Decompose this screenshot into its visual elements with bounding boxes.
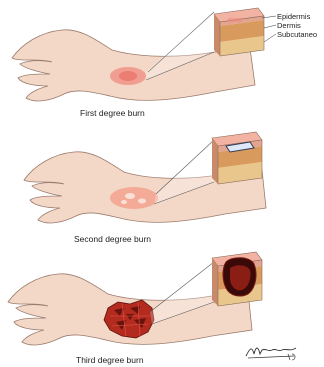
skin-cross-section [214,8,264,56]
subcutaneous-label: Subcutaneo [277,30,317,39]
epidermis-label: Epidermis [277,12,310,21]
second-degree-illustration [0,122,324,240]
artist-signature [244,342,300,362]
second-degree-caption: Second degree burn [74,234,151,244]
second-degree-panel: Second degree burn [0,122,324,240]
skin-cross-section-crater [212,252,262,306]
skin-cross-section-blister [212,132,262,184]
first-degree-illustration [0,0,324,118]
dermis-label: Dermis [277,21,301,30]
first-degree-panel: Epidermis Dermis Subcutaneo First degree… [0,0,324,118]
first-degree-caption: First degree burn [80,108,145,118]
third-degree-caption: Third degree burn [76,355,144,365]
second-degree-burn-area [110,187,158,209]
